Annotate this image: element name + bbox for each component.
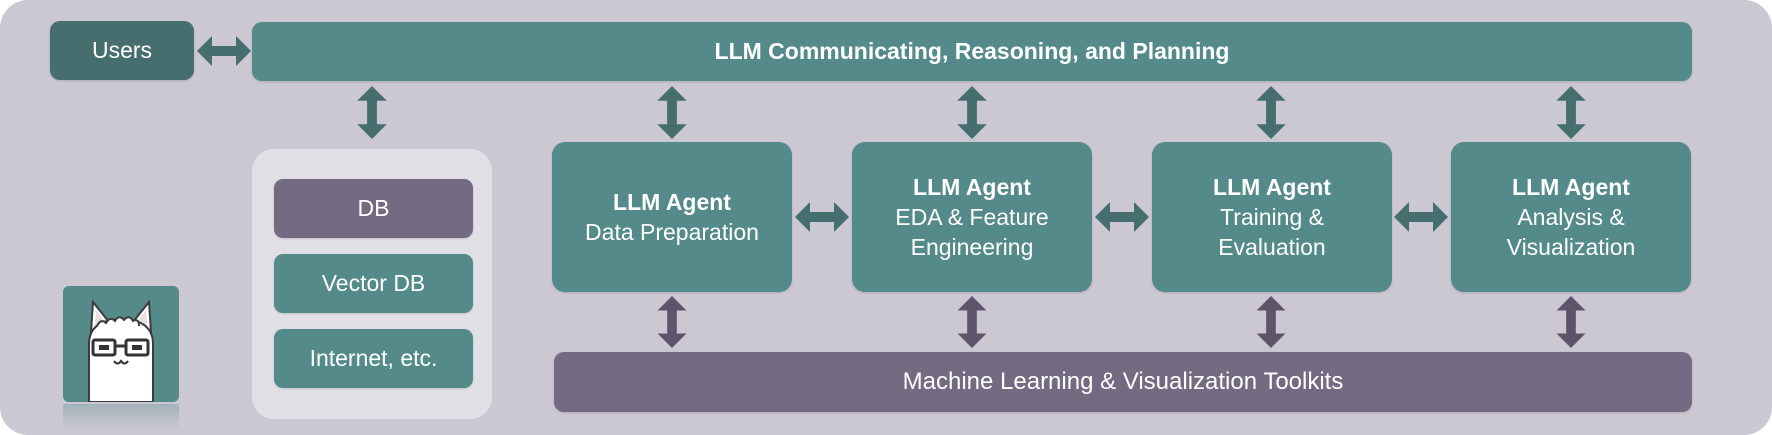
toolkits-label: Machine Learning & Visualization Toolkit…: [902, 368, 1344, 395]
internet-box: Internet, etc.: [274, 329, 473, 388]
agent-eda-feature-engineering: LLM Agent EDA & Feature Engineering: [852, 142, 1092, 292]
agent-title: LLM Agent: [1213, 174, 1331, 200]
agent-title: LLM Agent: [613, 189, 731, 215]
agent-role-line2: Visualization: [1506, 234, 1636, 260]
internet-label: Internet, etc.: [309, 345, 438, 371]
double-arrow-icon: [1256, 296, 1286, 348]
agent-analysis-visualization: LLM Agent Analysis & Visualization: [1451, 142, 1691, 292]
llm-communicating-label: LLM Communicating, Reasoning, and Planni…: [714, 38, 1230, 64]
double-arrow-icon: [795, 202, 849, 232]
mascot-reflection: [63, 404, 179, 430]
users-box: Users: [50, 21, 194, 80]
agent-training-evaluation: LLM Agent Training & Evaluation: [1152, 142, 1392, 292]
agent-title: LLM Agent: [1512, 174, 1630, 200]
llama-mascot-icon: [63, 286, 179, 402]
double-arrow-icon: [957, 86, 987, 139]
agent-title: LLM Agent: [913, 174, 1031, 200]
double-arrow-icon: [1095, 202, 1149, 232]
vector-db-label: Vector DB: [321, 270, 426, 296]
double-arrow-icon: [1556, 86, 1586, 139]
agent-role-line1: Analysis &: [1517, 204, 1625, 230]
agent-role-line1: EDA & Feature: [895, 204, 1049, 230]
agent-role-line1: Data Preparation: [585, 219, 759, 245]
llm-communicating-box: LLM Communicating, Reasoning, and Planni…: [252, 22, 1692, 81]
double-arrow-icon: [657, 86, 687, 139]
double-arrow-icon: [1394, 202, 1448, 232]
double-arrow-icon: [957, 296, 987, 348]
agent-role-line2: Evaluation: [1218, 234, 1326, 260]
agent-role-line2: Engineering: [910, 234, 1034, 260]
double-arrow-icon: [1556, 296, 1586, 348]
double-arrow-icon: [1256, 86, 1286, 139]
double-arrow-icon: [357, 86, 387, 139]
users-label: Users: [91, 37, 153, 63]
double-arrow-icon: [197, 36, 251, 66]
vector-db-box: Vector DB: [274, 254, 473, 313]
double-arrow-icon: [657, 296, 687, 348]
db-box: DB: [274, 179, 473, 238]
agent-data-preparation: LLM Agent Data Preparation: [552, 142, 792, 292]
toolkits-box: Machine Learning & Visualization Toolkit…: [554, 352, 1692, 412]
agent-role-line1: Training &: [1220, 204, 1324, 230]
db-label: DB: [357, 195, 390, 221]
